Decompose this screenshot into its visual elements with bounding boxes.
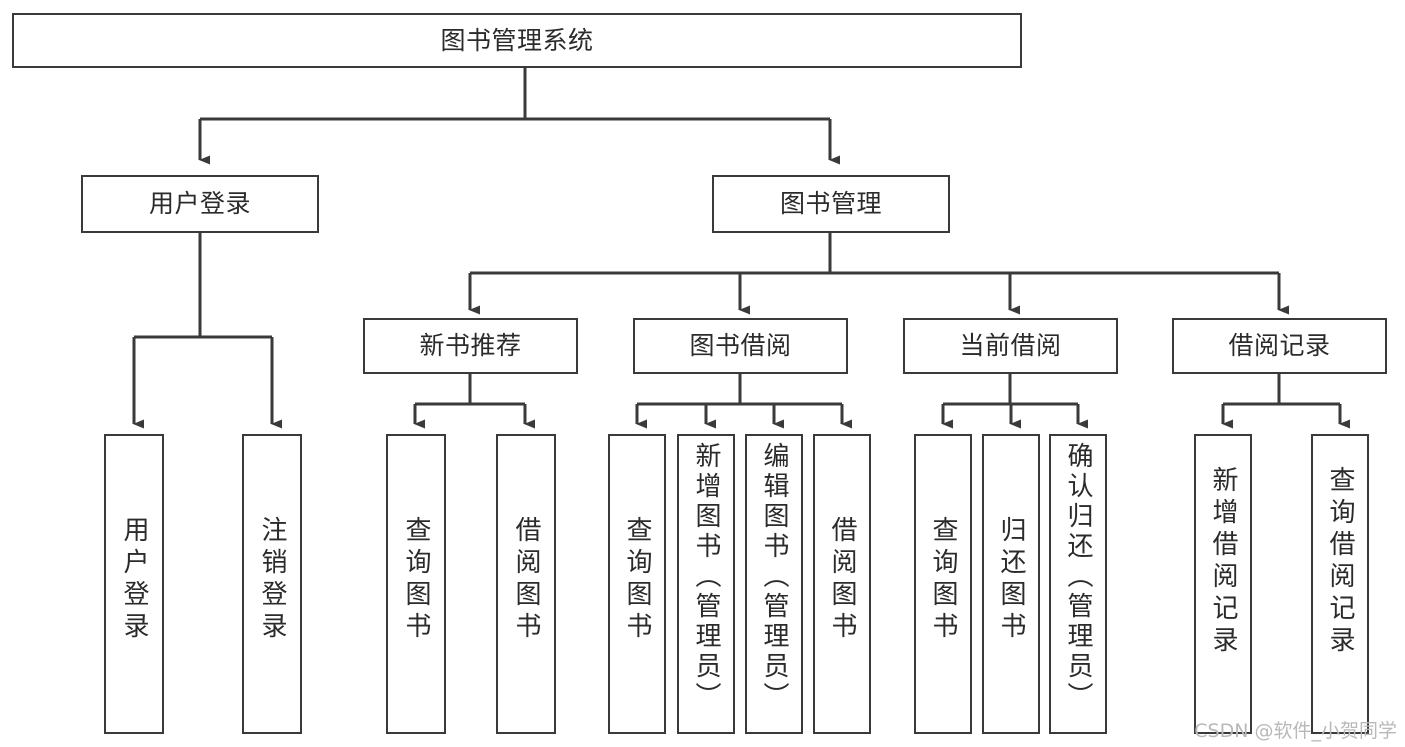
node-label: 图书管理 (779, 189, 882, 219)
node-current-borrow[interactable]: 当前借阅 (903, 318, 1118, 374)
node-label: 图书管理系统 (440, 25, 594, 55)
node-label: 借阅记录 (1228, 331, 1331, 361)
node-label: 借阅图书 (827, 516, 857, 644)
node-new-book-recommend[interactable]: 新书推荐 (363, 318, 578, 374)
node-label: 确认归还（管理员） (1063, 442, 1093, 712)
node-label: 查询图书 (622, 516, 652, 644)
node-leaf-user-login[interactable]: 用户登录 (104, 434, 164, 734)
node-user-login[interactable]: 用户登录 (81, 175, 319, 233)
node-leaf-return-book[interactable]: 归还图书 (982, 434, 1040, 734)
node-label: 编辑图书（管理员） (759, 442, 789, 712)
node-label: 归还图书 (996, 516, 1026, 644)
node-leaf-add-borrow-record[interactable]: 新增借阅记录 (1194, 434, 1252, 734)
node-label: 新书推荐 (419, 331, 522, 361)
node-leaf-logout-login[interactable]: 注销登录 (242, 434, 302, 734)
node-leaf-edit-book-admin[interactable]: 编辑图书（管理员） (745, 434, 803, 734)
node-leaf-borrow-book-recommend[interactable]: 借阅图书 (496, 434, 556, 734)
node-book-management-system[interactable]: 图书管理系统 (12, 13, 1022, 68)
node-leaf-query-borrow-record[interactable]: 查询借阅记录 (1311, 434, 1369, 734)
node-label: 新增借阅记录 (1208, 466, 1238, 658)
node-leaf-add-book-admin[interactable]: 新增图书（管理员） (677, 434, 735, 734)
node-leaf-query-book-current[interactable]: 查询图书 (914, 434, 972, 734)
csdn-watermark: CSDN @软件_小贺同学 (1194, 720, 1397, 742)
node-label: 新增图书（管理员） (691, 442, 721, 712)
node-label: 查询图书 (928, 516, 958, 644)
node-leaf-query-book-borrow[interactable]: 查询图书 (608, 434, 666, 734)
node-book-management[interactable]: 图书管理 (712, 175, 950, 233)
node-leaf-borrow-book-borrow[interactable]: 借阅图书 (813, 434, 871, 734)
node-book-borrow[interactable]: 图书借阅 (633, 318, 848, 374)
node-label: 当前借阅 (959, 331, 1062, 361)
node-borrow-record[interactable]: 借阅记录 (1172, 318, 1387, 374)
node-leaf-query-book-recommend[interactable]: 查询图书 (386, 434, 446, 734)
node-label: 用户登录 (119, 516, 149, 644)
node-label: 借阅图书 (511, 516, 541, 644)
node-label: 查询图书 (401, 516, 431, 644)
node-label: 图书借阅 (689, 331, 792, 361)
node-label: 用户登录 (148, 189, 251, 219)
node-label: 查询借阅记录 (1325, 466, 1355, 658)
node-leaf-confirm-return-admin[interactable]: 确认归还（管理员） (1049, 434, 1107, 734)
node-label: 注销登录 (257, 516, 287, 644)
